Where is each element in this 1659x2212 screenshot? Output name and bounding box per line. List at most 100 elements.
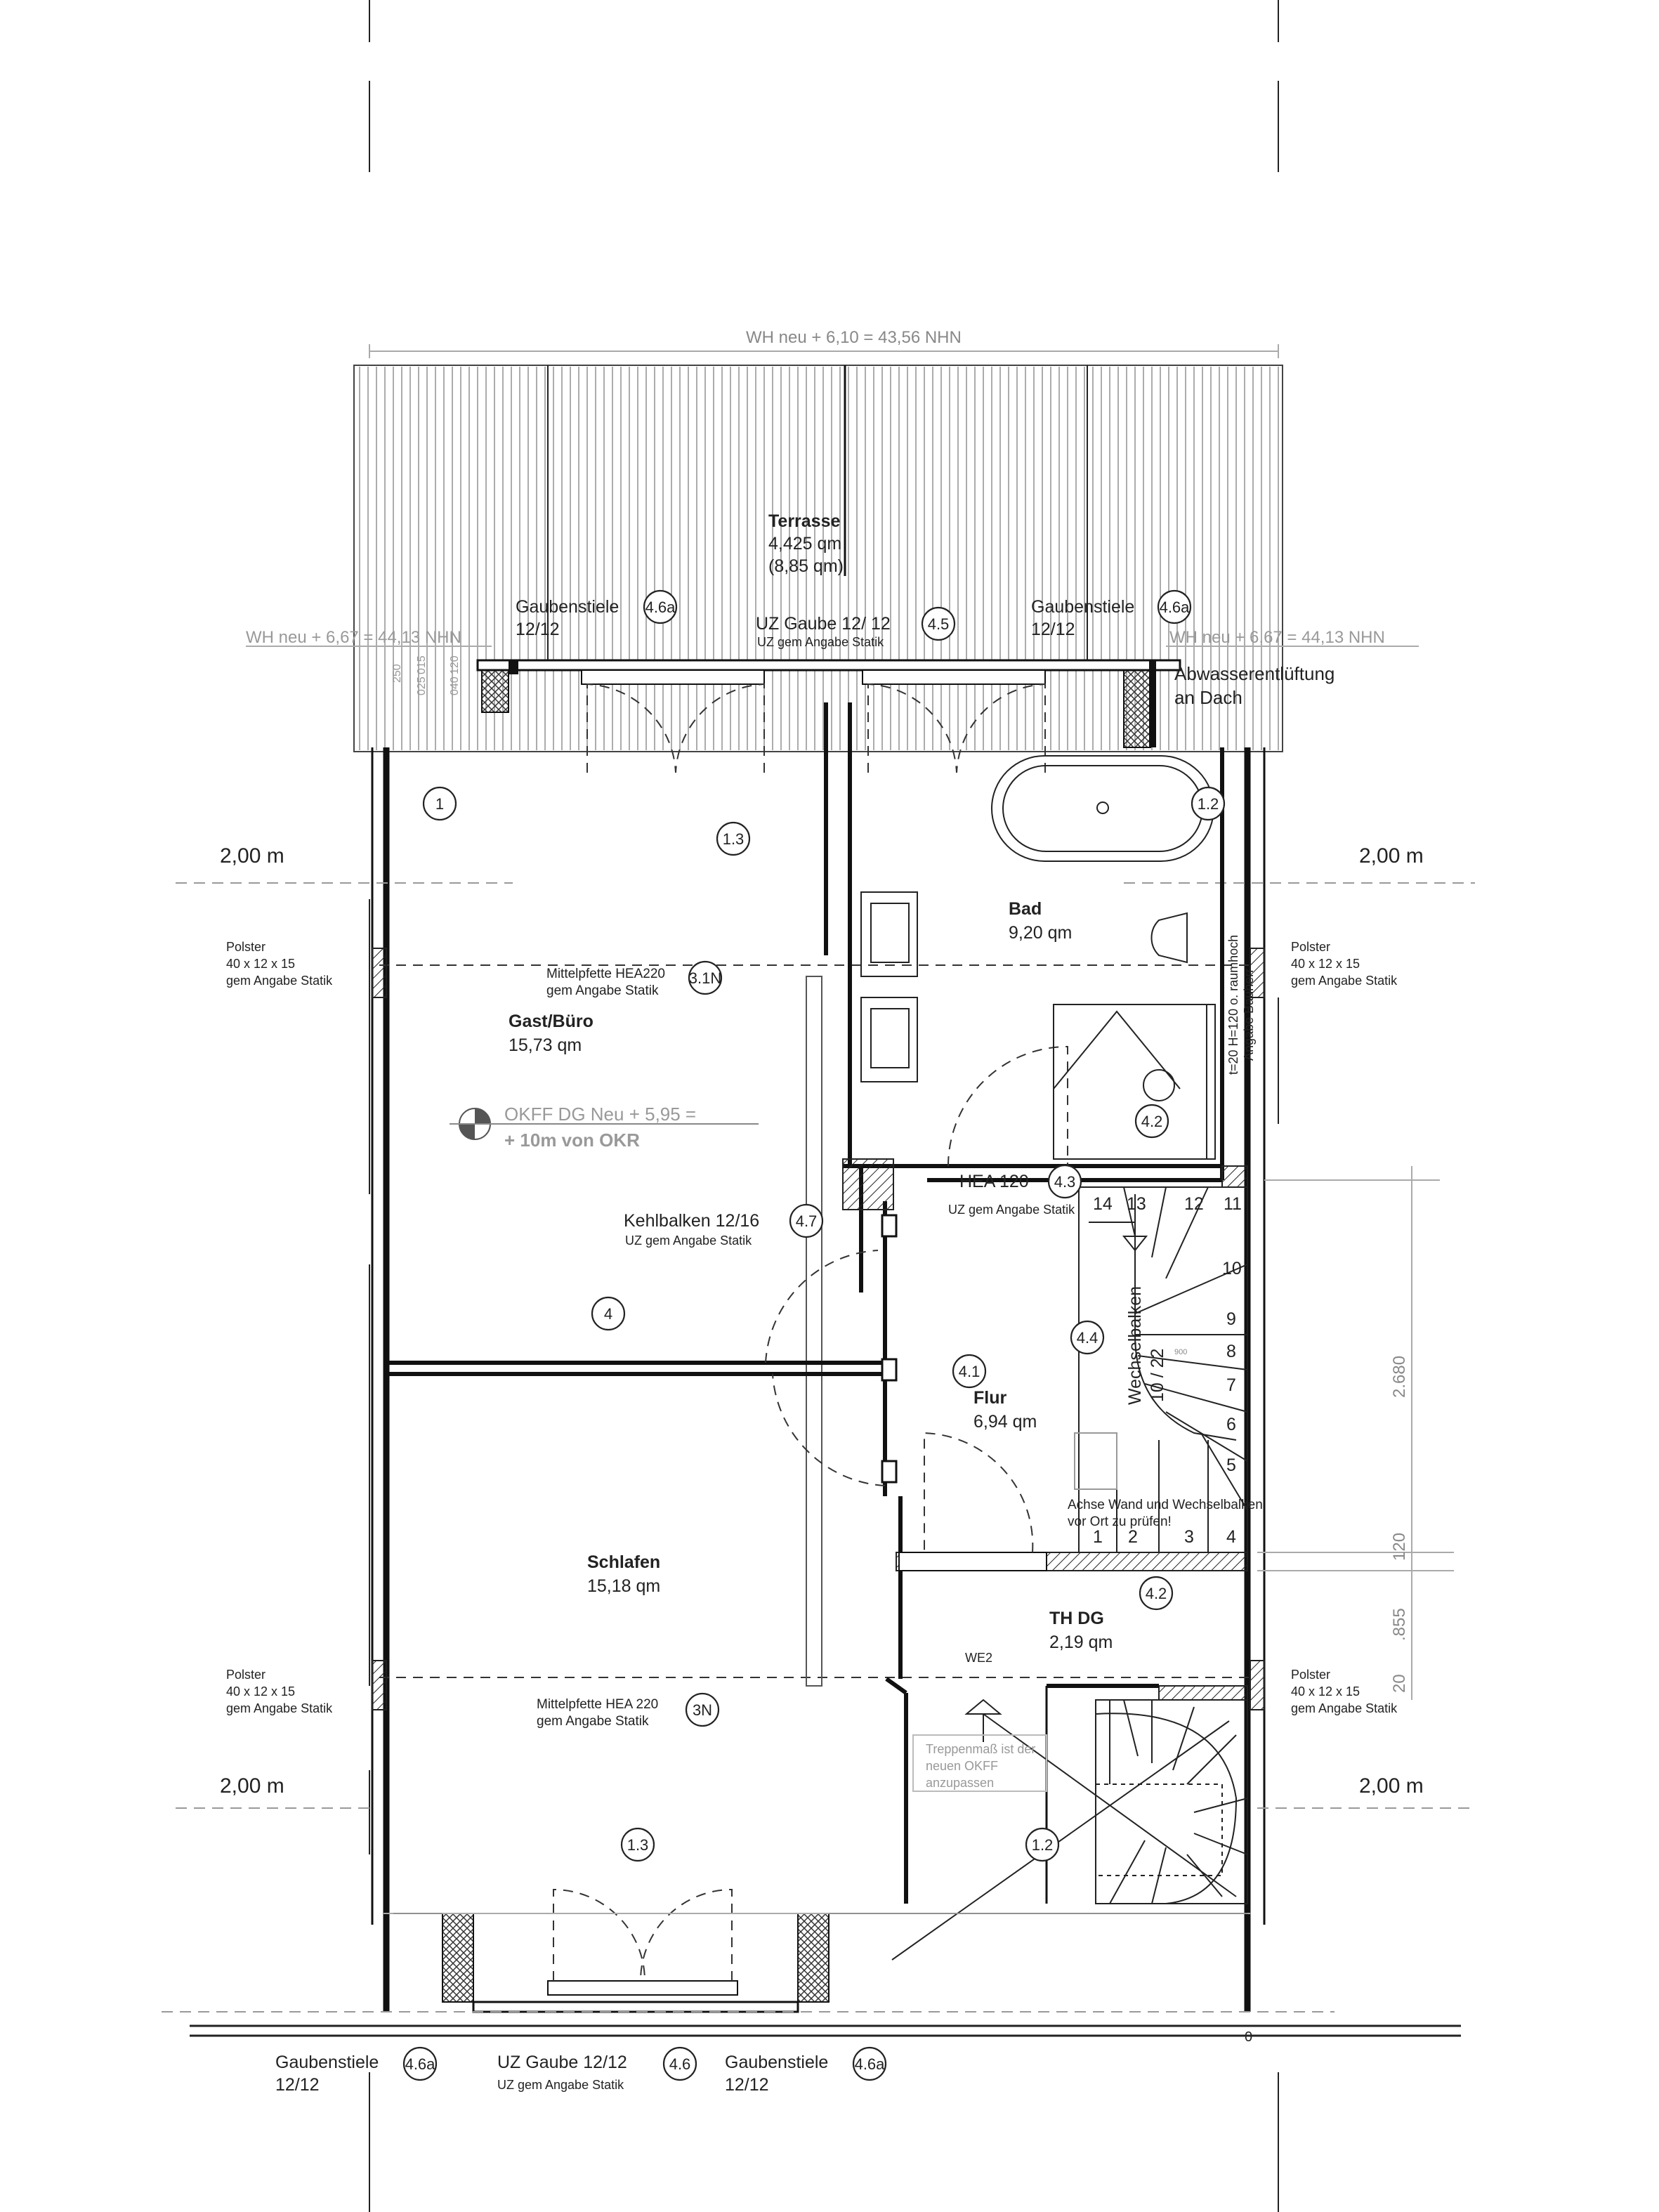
- interior-walls: [386, 702, 1248, 1904]
- svg-text:4.6a: 4.6a: [645, 598, 676, 616]
- step-6: 6: [1226, 1415, 1236, 1434]
- step-14: 14: [1093, 1194, 1113, 1214]
- wh-right-label: WH neu + 6,67 = 44,13 NHN: [1169, 628, 1385, 647]
- height-label-left: 2,00 m: [220, 844, 284, 868]
- wh-side-levels: WH neu + 6,67 = 44,13 NHN WH neu + 6,67 …: [246, 628, 1419, 647]
- height-lines: 2,00 m 2,00 m 2,00 m 2,00 m: [176, 844, 1475, 1809]
- marker-4-5: 4.5: [921, 606, 956, 641]
- mittelpfette-bot-2: gem Angabe Statik: [537, 1714, 649, 1729]
- room-thdg-name: TH DG: [1049, 1609, 1104, 1628]
- abwasser-line-1: Abwasserentlüftung: [1174, 663, 1335, 684]
- wechselbalken-label: Wechselbalken: [1125, 1286, 1145, 1405]
- step-10: 10: [1222, 1259, 1242, 1278]
- wechselbalken-size: 10 / 22: [1148, 1349, 1167, 1402]
- marker-4-3: 4.3: [1047, 1164, 1082, 1199]
- gaubenstiele-top-left-size: 12/12: [516, 620, 560, 639]
- marker-1-3-top: 1.3: [716, 821, 751, 856]
- lower-staircase: [891, 1699, 1248, 1961]
- svg-text:1: 1: [435, 795, 444, 813]
- step-7: 7: [1226, 1375, 1236, 1395]
- step-5: 5: [1226, 1455, 1236, 1475]
- dim-v-120: 120: [449, 655, 461, 674]
- marker-1-3-bottom: 1.3: [620, 1827, 655, 1862]
- marker-4-4: 4.4: [1070, 1320, 1105, 1355]
- marker-circles: 1 1.3 1.2 3.1N 4.7 4 4.3 4.2 4.4 4.1 4.2…: [402, 589, 1226, 2081]
- left-small-dims: 250 025 015 040 120: [391, 655, 461, 709]
- bottom-mark: 0: [1245, 2029, 1252, 2045]
- bottom-gaubenstiele-left: Gaubenstiele: [275, 2053, 379, 2072]
- svg-text:4.6a: 4.6a: [405, 2055, 436, 2073]
- okff-level-symbol: OKFF DG Neu + 5,95 = + 10m von OKR: [450, 1104, 759, 1151]
- gaubenstiele-top-right-size: 12/12: [1031, 620, 1075, 639]
- room-flur-name: Flur: [973, 1388, 1006, 1408]
- marker-4-6: 4.6: [662, 2046, 697, 2081]
- okff-label-2: + 10m von OKR: [504, 1130, 640, 1151]
- bottom-uz-gaube: UZ Gaube 12/12: [497, 2053, 627, 2072]
- polster-3-l2: 40 x 12 x 15: [226, 1684, 295, 1699]
- hea120-label: HEA 120: [959, 1172, 1029, 1191]
- bath-fixtures: [860, 755, 1216, 1160]
- raumhoch-label: t=20 H=120 o. raumhoch: [1226, 935, 1240, 1075]
- uz-gaube-top: UZ Gaube 12/ 12: [756, 614, 891, 634]
- room-bad-area: 9,20 qm: [1009, 923, 1072, 943]
- svg-text:4.3: 4.3: [1054, 1173, 1076, 1191]
- stair-step-numbers: 1 2 3 4 5 6 7 8 9 10 11 12 13 14: [1093, 1194, 1242, 1547]
- svg-text:4.5: 4.5: [928, 615, 950, 633]
- step-9: 9: [1226, 1309, 1236, 1329]
- marker-4-6a-top-right: 4.6a: [1157, 589, 1192, 624]
- axis-lines: [369, 0, 1279, 2212]
- treppe-note-2: neuen OKFF: [926, 1759, 998, 1773]
- polster-3-l3: gem Angabe Statik: [226, 1701, 333, 1715]
- dim-v-250: 250: [391, 664, 403, 683]
- marker-1: 1: [422, 786, 457, 821]
- dormer-front-wall: [476, 659, 1181, 748]
- polster-4-l1: Polster: [1291, 1668, 1330, 1682]
- marker-4-2-th: 4.2: [1139, 1576, 1174, 1611]
- room-terrasse-name: Terrasse: [768, 511, 840, 531]
- gaubenstiele-top-right: Gaubenstiele: [1031, 597, 1134, 617]
- bottom-gaubenstiele-right-size: 12/12: [725, 2075, 769, 2095]
- marker-1-2-bottom: 1.2: [1025, 1827, 1060, 1862]
- room-schlafen-area: 15,18 qm: [587, 1576, 660, 1596]
- marker-3n: 3N: [685, 1692, 720, 1727]
- polster-1-l2: 40 x 12 x 15: [226, 957, 295, 971]
- polster-2-l2: 40 x 12 x 15: [1291, 957, 1360, 971]
- hea120-sub: UZ gem Angabe Statik: [948, 1203, 1075, 1217]
- room-thdg-area: 2,19 qm: [1049, 1632, 1113, 1652]
- height-label-left-bottom: 2,00 m: [220, 1774, 284, 1798]
- marker-4-6a-top-left: 4.6a: [643, 589, 678, 624]
- marker-4-7: 4.7: [789, 1203, 824, 1238]
- dim-v-025: 025: [416, 676, 428, 695]
- svg-text:4.6a: 4.6a: [1160, 598, 1191, 616]
- step-2: 2: [1128, 1527, 1138, 1547]
- treppe-note-1: Treppenmaß ist der: [926, 1742, 1035, 1756]
- svg-text:3.1N: 3.1N: [689, 969, 721, 987]
- svg-text:4.2: 4.2: [1141, 1113, 1163, 1130]
- room-terrasse-area2: (8,85 qm): [768, 556, 844, 576]
- polster-3-l1: Polster: [226, 1668, 265, 1682]
- bottom-gaubenstiele-left-size: 12/12: [275, 2075, 320, 2095]
- room-labels: Terrasse 4,425 qm (8,85 qm) Gast/Büro 15…: [509, 511, 1113, 1665]
- polster-1-l3: gem Angabe Statik: [226, 974, 333, 988]
- svg-text:4.4: 4.4: [1077, 1329, 1099, 1347]
- dim-v-040: 040: [449, 676, 461, 695]
- polster-2-l1: Polster: [1291, 940, 1330, 954]
- dim-855: .855: [1390, 1608, 1409, 1641]
- dim-20: 20: [1390, 1674, 1409, 1693]
- room-gast-name: Gast/Büro: [509, 1012, 594, 1031]
- svg-text:4.7: 4.7: [796, 1212, 818, 1230]
- stair-small-label: 900: [1174, 1348, 1187, 1356]
- raumhoch-label-2: Angabe Bauherr: [1242, 969, 1256, 1061]
- height-label-right: 2,00 m: [1359, 844, 1424, 868]
- achse-2: vor Ort zu prüfen!: [1068, 1514, 1172, 1529]
- treppe-note-3: anzupassen: [926, 1776, 994, 1790]
- room-schlafen-name: Schlafen: [587, 1552, 660, 1572]
- step-8: 8: [1226, 1342, 1236, 1361]
- okff-label-1: OKFF DG Neu + 5,95 =: [504, 1104, 696, 1125]
- svg-text:4.6a: 4.6a: [855, 2055, 886, 2073]
- dim-2680: 2.680: [1390, 1356, 1409, 1398]
- room-terrasse-area: 4,425 qm: [768, 534, 841, 554]
- mittelpfette-bot-1: Mittelpfette HEA 220: [537, 1697, 658, 1712]
- svg-text:4: 4: [604, 1305, 612, 1323]
- purlin-lines: [372, 948, 1265, 1710]
